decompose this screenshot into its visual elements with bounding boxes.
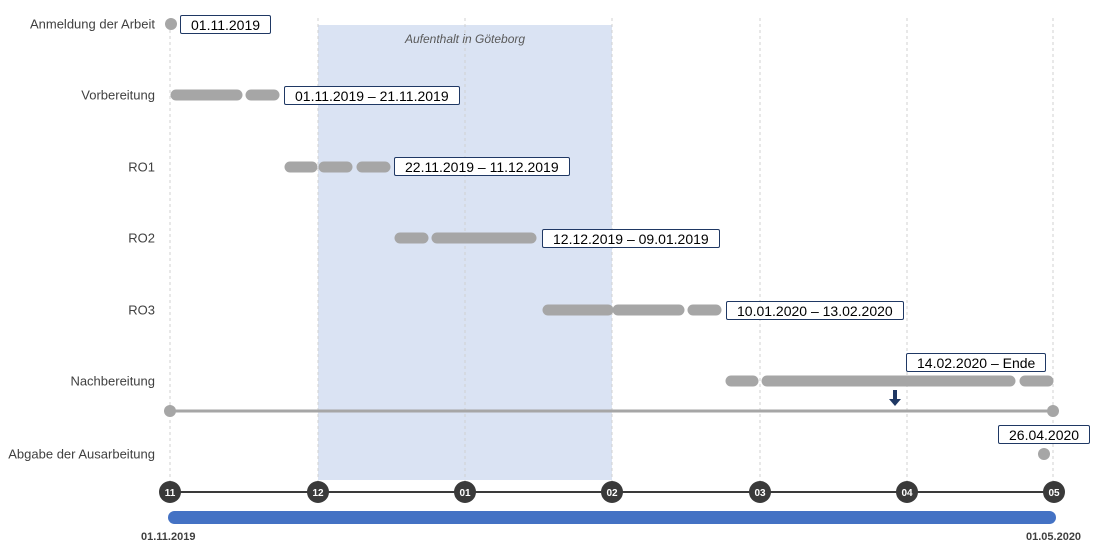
task-bars [165, 18, 1054, 460]
row-label-abgabe: Abgabe der Ausarbeitung [8, 446, 155, 462]
row-label-nachbereitung: Nachbereitung [70, 373, 155, 389]
milestone-abgabe [1038, 448, 1050, 460]
month-label-04: 04 [901, 488, 913, 499]
separator-end-dot [1047, 405, 1059, 417]
month-label-05: 05 [1048, 488, 1060, 499]
stay-label: Aufenthalt in Göteborg [404, 32, 526, 46]
down-arrow-icon [889, 390, 901, 406]
row-label-vorbereitung: Vorbereitung [81, 87, 155, 103]
month-dot-02: 02 [601, 481, 623, 503]
row-label-anmeldung: Anmeldung der Arbeit [29, 16, 155, 32]
date-box-ro2: 12.12.2019 – 09.01.2019 [542, 229, 720, 248]
row-label-ro3: RO3 [128, 302, 155, 318]
date-box-ro1: 22.11.2019 – 11.12.2019 [394, 157, 570, 176]
date-box-nachbereitung: 14.02.2020 – Ende [906, 353, 1047, 372]
month-dots: 11 12 01 02 03 04 05 [159, 481, 1065, 503]
month-label-01: 01 [459, 488, 471, 499]
date-box-vorbereitung: 01.11.2019 – 21.11.2019 [284, 86, 460, 105]
separator-start-dot [164, 405, 176, 417]
date-box-ro3: 10.01.2020 – 13.02.2020 [726, 301, 904, 320]
month-dot-05: 05 [1043, 481, 1065, 503]
progress-bar [168, 511, 1056, 524]
month-label-11: 11 [165, 488, 176, 499]
axis-end-date: 01.05.2020 [1026, 531, 1082, 543]
milestone-anmeldung [165, 18, 177, 30]
row-label-ro2: RO2 [128, 230, 155, 246]
separator-line [164, 405, 1059, 417]
month-label-02: 02 [606, 488, 618, 499]
month-dot-01: 01 [454, 481, 476, 503]
date-box-abgabe: 26.04.2020 [998, 425, 1091, 444]
row-label-ro1: RO1 [128, 159, 155, 175]
month-dot-12: 12 [307, 481, 329, 503]
date-box-anmeldung: 01.11.2019 [180, 15, 272, 34]
month-dot-04: 04 [896, 481, 918, 503]
axis-start-date: 01.11.2019 [141, 531, 196, 543]
month-label-03: 03 [754, 488, 766, 499]
month-dot-03: 03 [749, 481, 771, 503]
month-dot-11: 11 [159, 481, 181, 503]
month-label-12: 12 [312, 488, 324, 499]
